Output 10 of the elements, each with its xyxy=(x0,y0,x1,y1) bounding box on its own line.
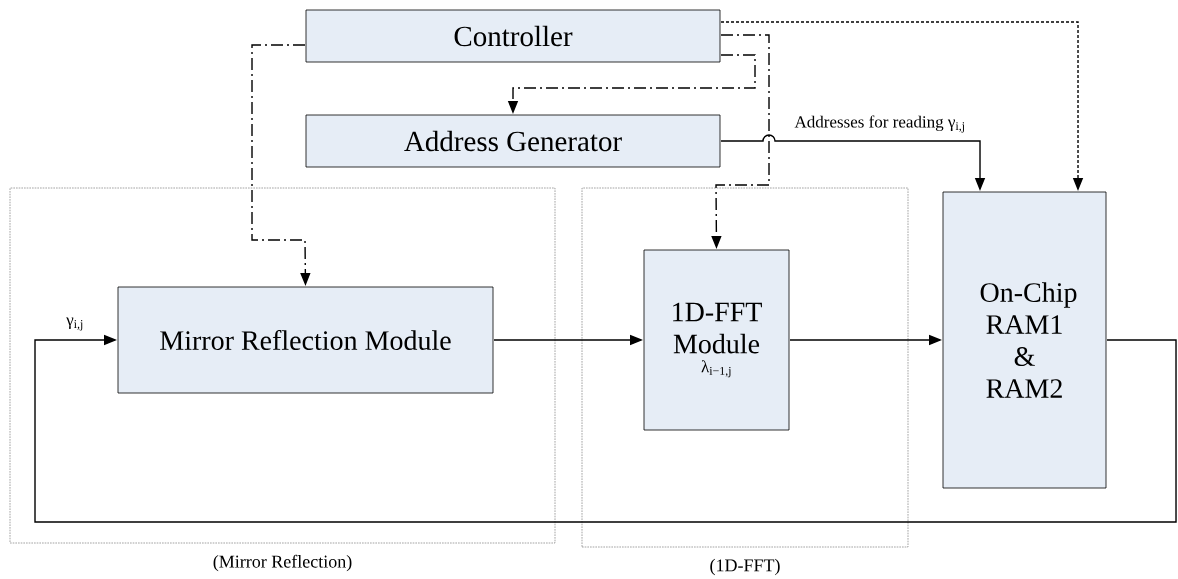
edge-label: γ$_{i,j}$ xyxy=(65,316,85,332)
module-box: Address Generator xyxy=(305,114,721,168)
module-box: On-Chip RAM1 & RAM2 xyxy=(942,191,1107,489)
module-box: Mirror Reflection Module xyxy=(117,286,494,394)
edge-label: Addresses for reading γ$_{i,j}$ xyxy=(793,114,967,134)
arrow xyxy=(34,334,1177,523)
group-label: (Mirror Reflection) xyxy=(213,554,352,572)
module-box: Controller xyxy=(305,9,721,63)
group-label: (1D-FFT) xyxy=(710,558,780,576)
module-box: 1D-FFT Module λ$_{i−1,j}$ xyxy=(643,249,790,431)
